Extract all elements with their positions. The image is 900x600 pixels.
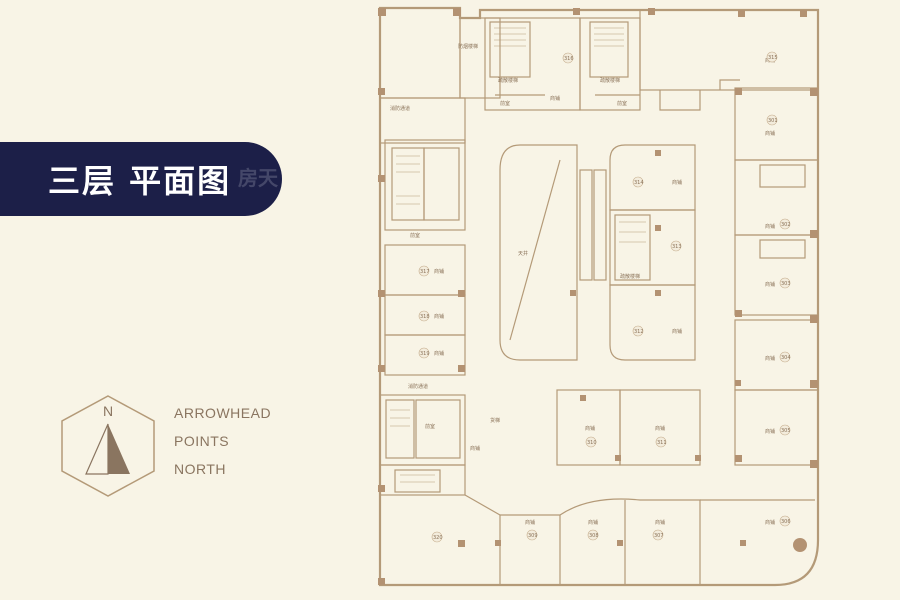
room-number: 306 [781,519,791,525]
page-title: 三层 平面图 [48,162,232,200]
room-marker [632,176,644,188]
arrow-outline [85,423,109,475]
room-number: 318 [420,314,430,320]
north-block [379,7,819,111]
front-room-label: 前室 [410,232,420,239]
room-label: 商铺 [765,355,775,362]
room-number: 310 [587,440,597,446]
room-label: 商铺 [434,313,444,320]
room-number: 307 [654,533,664,539]
room-label: 商铺 [585,425,595,432]
west-block [379,97,466,496]
room-number: 304 [781,355,791,361]
room-label: 商铺 [525,519,535,526]
central-block [609,144,696,361]
room-number: 305 [781,428,791,434]
corridor-label: 消防通道 [408,383,428,390]
room-number: 303 [781,281,791,287]
room-label: 商铺 [765,223,775,230]
atrium-label: 天井 [518,250,528,257]
stair-label: 疏散楼梯 [498,77,518,84]
room-label: 商铺 [588,519,598,526]
south-center-block [556,389,701,466]
room-label: 商铺 [434,350,444,357]
room-number: 315 [768,55,778,61]
room-marker [766,114,778,126]
room-label: 商铺 [655,519,665,526]
room-marker [652,529,664,541]
room-label: 商铺 [672,179,682,186]
room-label: 商铺 [765,130,775,137]
front-room-label: 前室 [617,100,627,107]
watermark: 房天 [238,166,278,190]
room-number: 301 [768,118,778,124]
escalators [579,169,607,281]
title-banner: 三层 平面图 [0,142,282,216]
room-number: 314 [634,180,644,186]
front-room-label: 前室 [500,100,510,107]
north-arrow-icon [108,424,130,474]
front-room-label: 前室 [425,423,435,430]
room-number: 320 [433,535,443,541]
room-marker [587,529,599,541]
room-number: 311 [657,440,667,446]
room-label: 商铺 [655,425,665,432]
room-marker [418,265,430,277]
room-marker [418,347,430,359]
room-label: 商铺 [765,281,775,288]
room-label: 商铺 [470,445,480,452]
compass-line-3: NORTH [174,461,227,477]
room-number: 316 [564,56,574,62]
north-compass: N [61,395,155,497]
outer-walls [378,6,820,587]
room-number: 319 [420,351,430,357]
room-marker [779,515,791,527]
corridor-label: 消防通道 [390,105,410,112]
west-stairs [385,147,461,493]
stair-label: 防烟楼梯 [458,43,478,50]
room-label: 商铺 [672,328,682,335]
room-marker [779,424,791,436]
north-letter: N [103,403,113,419]
room-label: 商铺 [765,519,775,526]
room-marker [655,436,667,448]
stair-treads [390,27,646,483]
room-marker [766,51,778,63]
room-number: 308 [589,533,599,539]
room-marker [562,52,574,64]
atrium [499,144,578,361]
room-number: 312 [634,329,644,335]
room-marker [526,529,538,541]
room-marker [670,240,682,252]
stair-label: 疏散楼梯 [620,273,640,280]
room-marker [418,310,430,322]
compass-line-1: ARROWHEAD [174,405,272,421]
room-number: 302 [781,222,791,228]
compass-hexagon [61,395,155,497]
room-label: 商铺 [765,428,775,435]
freight-label: 货梯 [490,417,500,424]
room-number: 317 [420,269,430,275]
room-number: 313 [672,244,682,250]
columns [378,8,818,585]
room-annotations: 天井 商铺 315 316 301 商铺 302 303 商铺 304 商铺 3… [390,43,791,543]
room-marker [431,531,443,543]
room-marker [779,277,791,289]
stair-label: 疏散楼梯 [600,77,620,84]
room-marker [779,218,791,230]
room-label: 商铺 [550,95,560,102]
south-row [464,494,815,585]
room-marker [779,351,791,363]
east-block [734,87,819,466]
north-stairs [489,21,629,78]
compass-line-2: POINTS [174,433,230,449]
room-marker [632,325,644,337]
room-label: 商铺 [434,268,444,275]
room-marker [585,436,597,448]
room-number: 309 [528,533,538,539]
